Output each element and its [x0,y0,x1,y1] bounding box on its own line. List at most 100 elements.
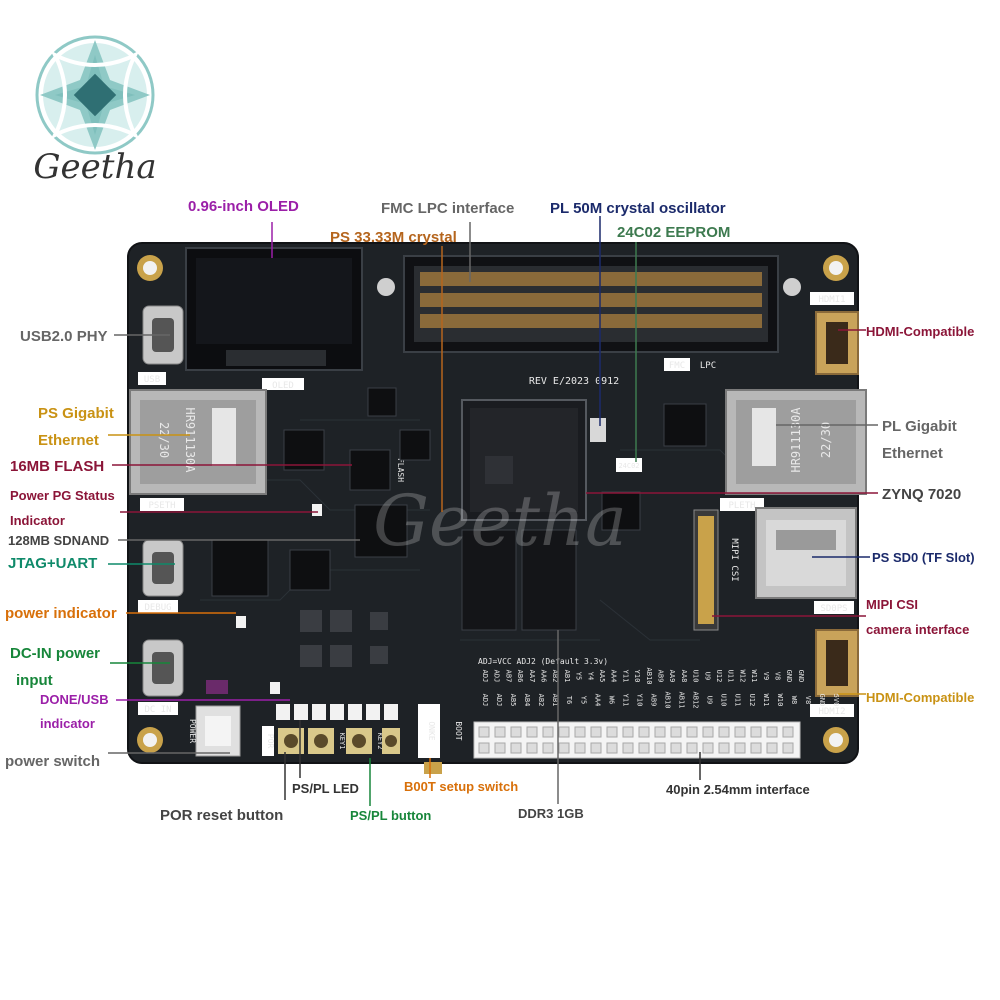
pin-label: Y11 [621,670,629,683]
usb-c-debug-port [142,539,184,597]
pin-header-40 [473,721,801,759]
pin-label: U10 [720,694,728,707]
pin-label: AB4 [523,694,531,707]
label-pl-gbe-2: Ethernet [882,445,943,462]
label-power-ind: power indicator [5,605,117,622]
label-sdnand: 128MB SDNAND [8,533,109,548]
pin-label: AB1 [563,670,571,683]
label-power-switch: power switch [5,753,100,770]
label-usb-phy: USB2.0 PHY [20,328,108,345]
pin-label: Y5 [575,672,583,680]
header-pin [670,726,682,738]
leader-lines [108,216,878,806]
pcb: OLED FMC LPC REV E/2023 0912 USB HR91113… [127,242,867,774]
rj45-left: HR911130A 22/30 [129,389,267,495]
pin-label: AA4 [610,670,618,683]
header-pin [638,726,650,738]
boot-switch: ONKE BOOT [418,704,463,774]
fmc-connector: FMC LPC [403,255,779,371]
pin-label: AB12 [692,692,700,709]
silk-rev: REV E/2023 0912 [529,376,619,387]
header-pin [558,726,570,738]
silk-flash: FLASH [396,458,405,482]
label-fmc: FMC LPC interface [381,200,514,217]
label-eeprom: 24C02 EEPROM [617,224,730,241]
silk-lpc: LPC [700,361,716,371]
header-pin [622,726,634,738]
label-jtag: JTAG+UART [8,555,97,572]
silk-por: POR [266,734,275,749]
ddr3-chips [461,529,577,631]
callout-labels: 0.96-inch OLED FMC LPC interface PS 33.3… [5,198,975,824]
pin-label: W12 [738,670,746,683]
mounting-hole [137,255,163,281]
header-pin [718,742,730,754]
flash-chip: FLASH [349,449,405,491]
pin-label: Y5 [579,696,587,704]
pin-label: AA7 [528,670,536,683]
brand-logo: Geetha [33,35,157,187]
label-dcin-1: DC-IN power [10,645,100,662]
header-pin [686,742,698,754]
header-pin [526,742,538,754]
label-pspl-led: PS/PL LED [292,781,359,796]
mounting-hole [823,255,849,281]
header-pin [606,726,618,738]
pin-label: ADJ [493,670,501,683]
pin-label: GND [818,694,826,707]
pin-label: AB10 [645,668,653,685]
label-ps-gbe-2: Ethernet [38,432,99,449]
small-ic [367,387,397,417]
sdnand-chip [354,504,408,558]
label-hdmi-bottom: HDMI-Compatible [866,690,974,705]
pin-label: ADJ [495,694,503,707]
hdmi-port-bottom [815,629,859,697]
header-pin [542,742,554,754]
label-pg-1: Power PG Status [10,488,115,503]
pin-label: W6 [607,696,615,704]
header-pin [734,742,746,754]
label-dcin-2: input [16,672,53,689]
label-done-1: DONE/USB [40,692,109,707]
silk-adj: ADJ=VCC ADJ2 (Default 3.3v) [478,657,608,666]
header-pin [478,726,490,738]
pin-label: AA5 [598,670,606,683]
silk-usb: USB [144,375,160,385]
pin-label: AB2 [537,694,545,707]
label-oled: 0.96-inch OLED [188,198,299,215]
small-ic [601,491,641,531]
silk-mipi: MIPI CSI [729,538,739,581]
silk-boot: BOOT [454,721,463,740]
pin-label: AB6 [516,670,524,683]
silk-hdmi2: HDMI2 [818,707,845,717]
header-pin [654,726,666,738]
header-pin [734,726,746,738]
key-button-2: KEY2 [346,728,384,754]
oled-display: OLED [185,247,363,391]
header-pin [574,726,586,738]
pin-label: AB9 [657,670,665,683]
silk-key2: KEY2 [376,733,384,750]
key-button-3 [382,728,400,754]
pin-label: U11 [734,694,742,707]
label-40pin: 40pin 2.54mm interface [666,782,810,797]
pin-label: AA9 [668,670,676,683]
usb-phy-chip [283,429,325,471]
silk-oled: OLED [272,381,294,391]
silk-rj45-right: HR911130A [789,407,803,473]
header-pin [542,726,554,738]
header-pin [782,726,794,738]
label-flash: 16MB FLASH [10,458,104,475]
header-pin [478,742,490,754]
header-pin [702,726,714,738]
small-ic [289,549,331,591]
header-pin [574,742,586,754]
jtag-uart-chip [211,539,269,597]
label-pspl-button: PS/PL button [350,808,431,823]
pin-label: U10 [692,670,700,683]
ethernet-phy-chip [663,403,707,447]
watermark: Geetha [373,480,627,562]
silk-sd0ps: SD0PS [820,604,847,614]
pin-label: AA6 [540,670,548,683]
